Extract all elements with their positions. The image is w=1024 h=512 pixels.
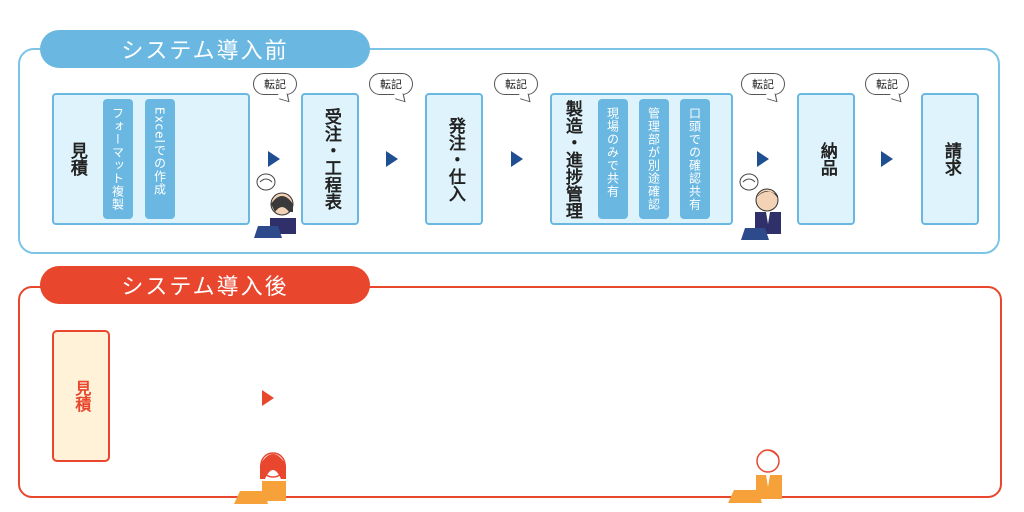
flow-arrow-after [262, 390, 274, 406]
transcribe-label: 転記 [380, 78, 402, 91]
man-at-laptop-icon [728, 449, 782, 503]
note-site-only: 現場のみで共有 [598, 99, 628, 219]
step-manufacturing: 製造・進捗管理 現場のみで共有 管理部が別途確認 口頭での確認共有 [550, 93, 733, 225]
transcribe-label: 転記 [752, 78, 774, 91]
step-purchase: 発注・仕入 [425, 93, 483, 225]
note-verbal-share: 口頭での確認共有 [680, 99, 710, 219]
note-admin-check: 管理部が別途確認 [639, 99, 669, 219]
note-excel-create: Excelでの作成 [145, 99, 175, 219]
note-format-copy: フォーマット複製 [103, 99, 133, 219]
before-title-pill: システム導入前 [40, 30, 370, 68]
after-title-pill: システム導入後 [40, 266, 370, 304]
step-delivery: 納品 [797, 93, 855, 225]
woman-at-laptop-icon [234, 452, 286, 504]
transcribe-bubble: 転記 [253, 73, 297, 95]
flow-arrow [757, 151, 769, 167]
after-title: システム導入後 [121, 275, 289, 300]
transcribe-label: 転記 [876, 78, 898, 91]
step-order-process: 受注・工程表 [301, 93, 359, 225]
before-title: システム導入前 [121, 39, 289, 64]
step-estimate-after: 見積 [52, 330, 110, 462]
flow-arrow [268, 151, 280, 167]
step-estimate-before: 見積 フォーマット複製 Excelでの作成 [52, 93, 250, 225]
worried-man-icon [739, 173, 781, 240]
transcribe-bubble: 転記 [494, 73, 538, 95]
step-billing: 請求 [921, 93, 979, 225]
transcribe-bubble: 転記 [369, 73, 413, 95]
flow-arrow [386, 151, 398, 167]
transcribe-label: 転記 [264, 78, 286, 91]
worried-woman-icon [254, 173, 296, 238]
after-panel [18, 286, 1002, 498]
flow-arrow [881, 151, 893, 167]
transcribe-bubble: 転記 [741, 73, 785, 95]
step-manufacturing-label: 製造・進捗管理 [561, 99, 582, 219]
before-panel [18, 48, 1000, 254]
step-estimate-label: 見積 [66, 142, 87, 176]
flow-arrow [511, 151, 523, 167]
transcribe-label: 転記 [505, 78, 527, 91]
transcribe-bubble: 転記 [865, 73, 909, 95]
